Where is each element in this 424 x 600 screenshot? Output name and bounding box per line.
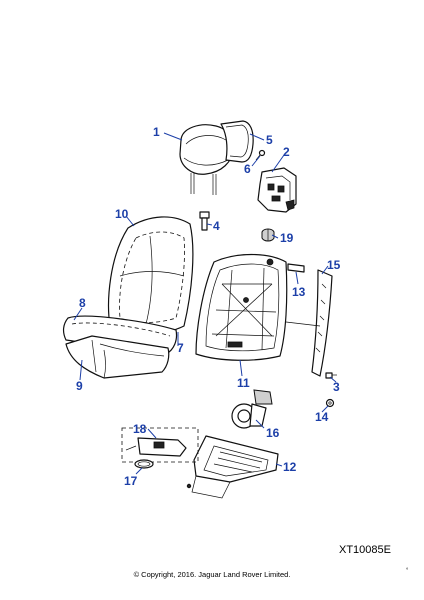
callout-8: 8 [79, 296, 86, 310]
callout-19: 19 [280, 231, 294, 245]
recliner-mechanism-part [231, 389, 273, 429]
callout-11: 11 [237, 376, 250, 390]
callout-14: 14 [315, 410, 329, 424]
callout-1: 1 [153, 125, 160, 139]
copyright-notice: © Copyright, 2016. Jaguar Land Rover Lim… [133, 570, 291, 579]
callout-18: 18 [133, 422, 147, 436]
callout-5: 5 [266, 133, 273, 147]
cushion-pad-part [65, 335, 170, 379]
switch-subassembly-part [121, 427, 199, 463]
callout-4: 4 [213, 219, 220, 233]
mechanism-housing-part [257, 167, 297, 213]
backrest-cover-part [108, 216, 194, 335]
screw-part [255, 149, 266, 161]
headrest-guide-part [199, 211, 210, 231]
callout-15: 15 [327, 258, 341, 272]
adjuster-knob-part [261, 228, 275, 242]
seat-base-pan-part [186, 435, 279, 499]
lumbar-clip-part [287, 263, 305, 273]
leader-lines [73, 132, 337, 475]
reference-code: XT10085E [339, 544, 391, 556]
bolt-part [325, 372, 337, 379]
callout-2: 2 [283, 145, 290, 159]
callout-3: 3 [333, 380, 340, 394]
corner-mark: ° [406, 568, 409, 574]
callout-10: 10 [115, 207, 129, 221]
callout-16: 16 [266, 426, 280, 440]
headrest-panel-part [220, 120, 254, 163]
callout-12: 12 [283, 460, 297, 474]
seal-ring-part [134, 459, 154, 469]
callout-13: 13 [292, 285, 306, 299]
washer-part [325, 398, 335, 408]
callout-9: 9 [76, 379, 83, 393]
side-trim-panel-part [285, 269, 333, 377]
backrest-frame-part [195, 253, 288, 361]
callout-6: 6 [244, 162, 251, 176]
callout-17: 17 [124, 474, 138, 488]
callout-7: 7 [177, 341, 184, 355]
